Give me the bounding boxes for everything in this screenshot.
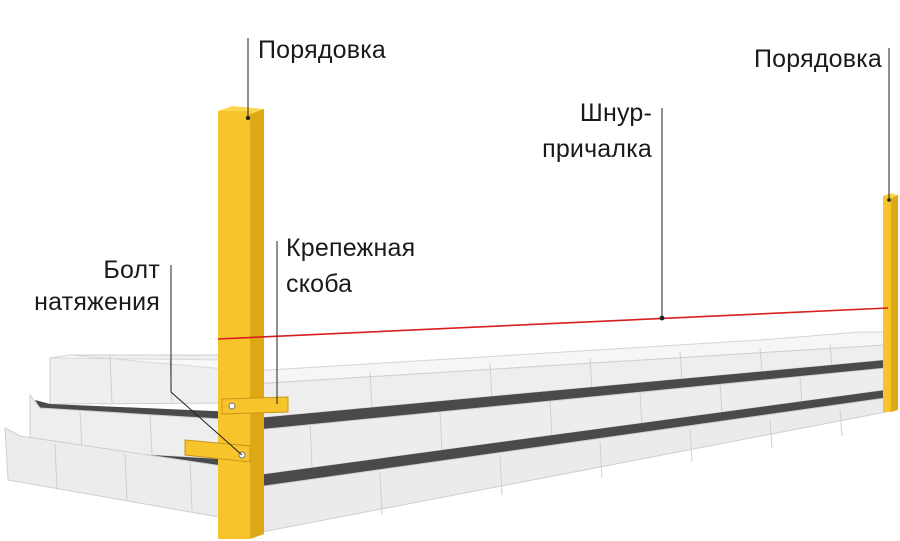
label-post-right: Порядовка: [754, 45, 882, 73]
left-wall-mortar: [35, 400, 236, 420]
block-joint: [549, 400, 553, 439]
mooring-cord: [217, 307, 889, 340]
left-post-front: [218, 111, 250, 539]
label-cord-line2: причалка: [542, 135, 652, 163]
long-wall-mortar: [236, 390, 886, 490]
leader-bolt: [170, 265, 243, 456]
block-joint: [689, 429, 693, 463]
block-joint: [369, 371, 373, 409]
block-joint: [149, 414, 153, 456]
label-bracket-line2: скоба: [286, 270, 353, 298]
block-joint: [719, 383, 723, 415]
right-post: [883, 193, 898, 412]
block-joint: [639, 391, 643, 427]
block-joint: [189, 461, 193, 511]
block-joint: [54, 443, 58, 491]
block-joint: [439, 411, 443, 453]
block-joint: [679, 351, 683, 383]
block-joint: [839, 409, 843, 437]
block-joint: [309, 423, 313, 469]
block-joint: [379, 471, 383, 516]
left-wall: [4, 354, 237, 521]
block-joint: [799, 376, 803, 405]
tension-bolt-plate: [184, 439, 251, 463]
block-joint: [489, 363, 493, 399]
block-joint: [109, 355, 113, 404]
fixing-bracket-plate: [221, 396, 289, 415]
fixing-bracket-hole: [228, 402, 236, 410]
block-joint: [124, 453, 128, 501]
block-joint: [499, 455, 503, 496]
tension-bolt: [184, 439, 251, 463]
label-bolt-line1: Болт: [103, 256, 160, 284]
label-bolt-line2: натяжения: [34, 288, 160, 316]
left-post: [218, 106, 264, 539]
label-post-left: Порядовка: [258, 36, 386, 64]
left-wall-mortar: [5, 428, 236, 468]
block-joint: [79, 410, 83, 452]
block-joint: [589, 357, 593, 391]
long-wall-mortar: [236, 360, 886, 432]
fixing-bracket: [221, 396, 289, 415]
right-post-side: [891, 195, 898, 412]
block-joint: [599, 441, 603, 479]
block-joint: [759, 347, 763, 375]
label-bracket-line1: Крепежная: [286, 234, 416, 262]
long-wall: [235, 331, 887, 538]
right-post-front: [883, 196, 891, 412]
block-joint: [769, 419, 773, 449]
label-cord-line1: Шнур-: [579, 99, 652, 127]
block-joint: [829, 343, 833, 369]
left-post-side: [250, 109, 264, 539]
